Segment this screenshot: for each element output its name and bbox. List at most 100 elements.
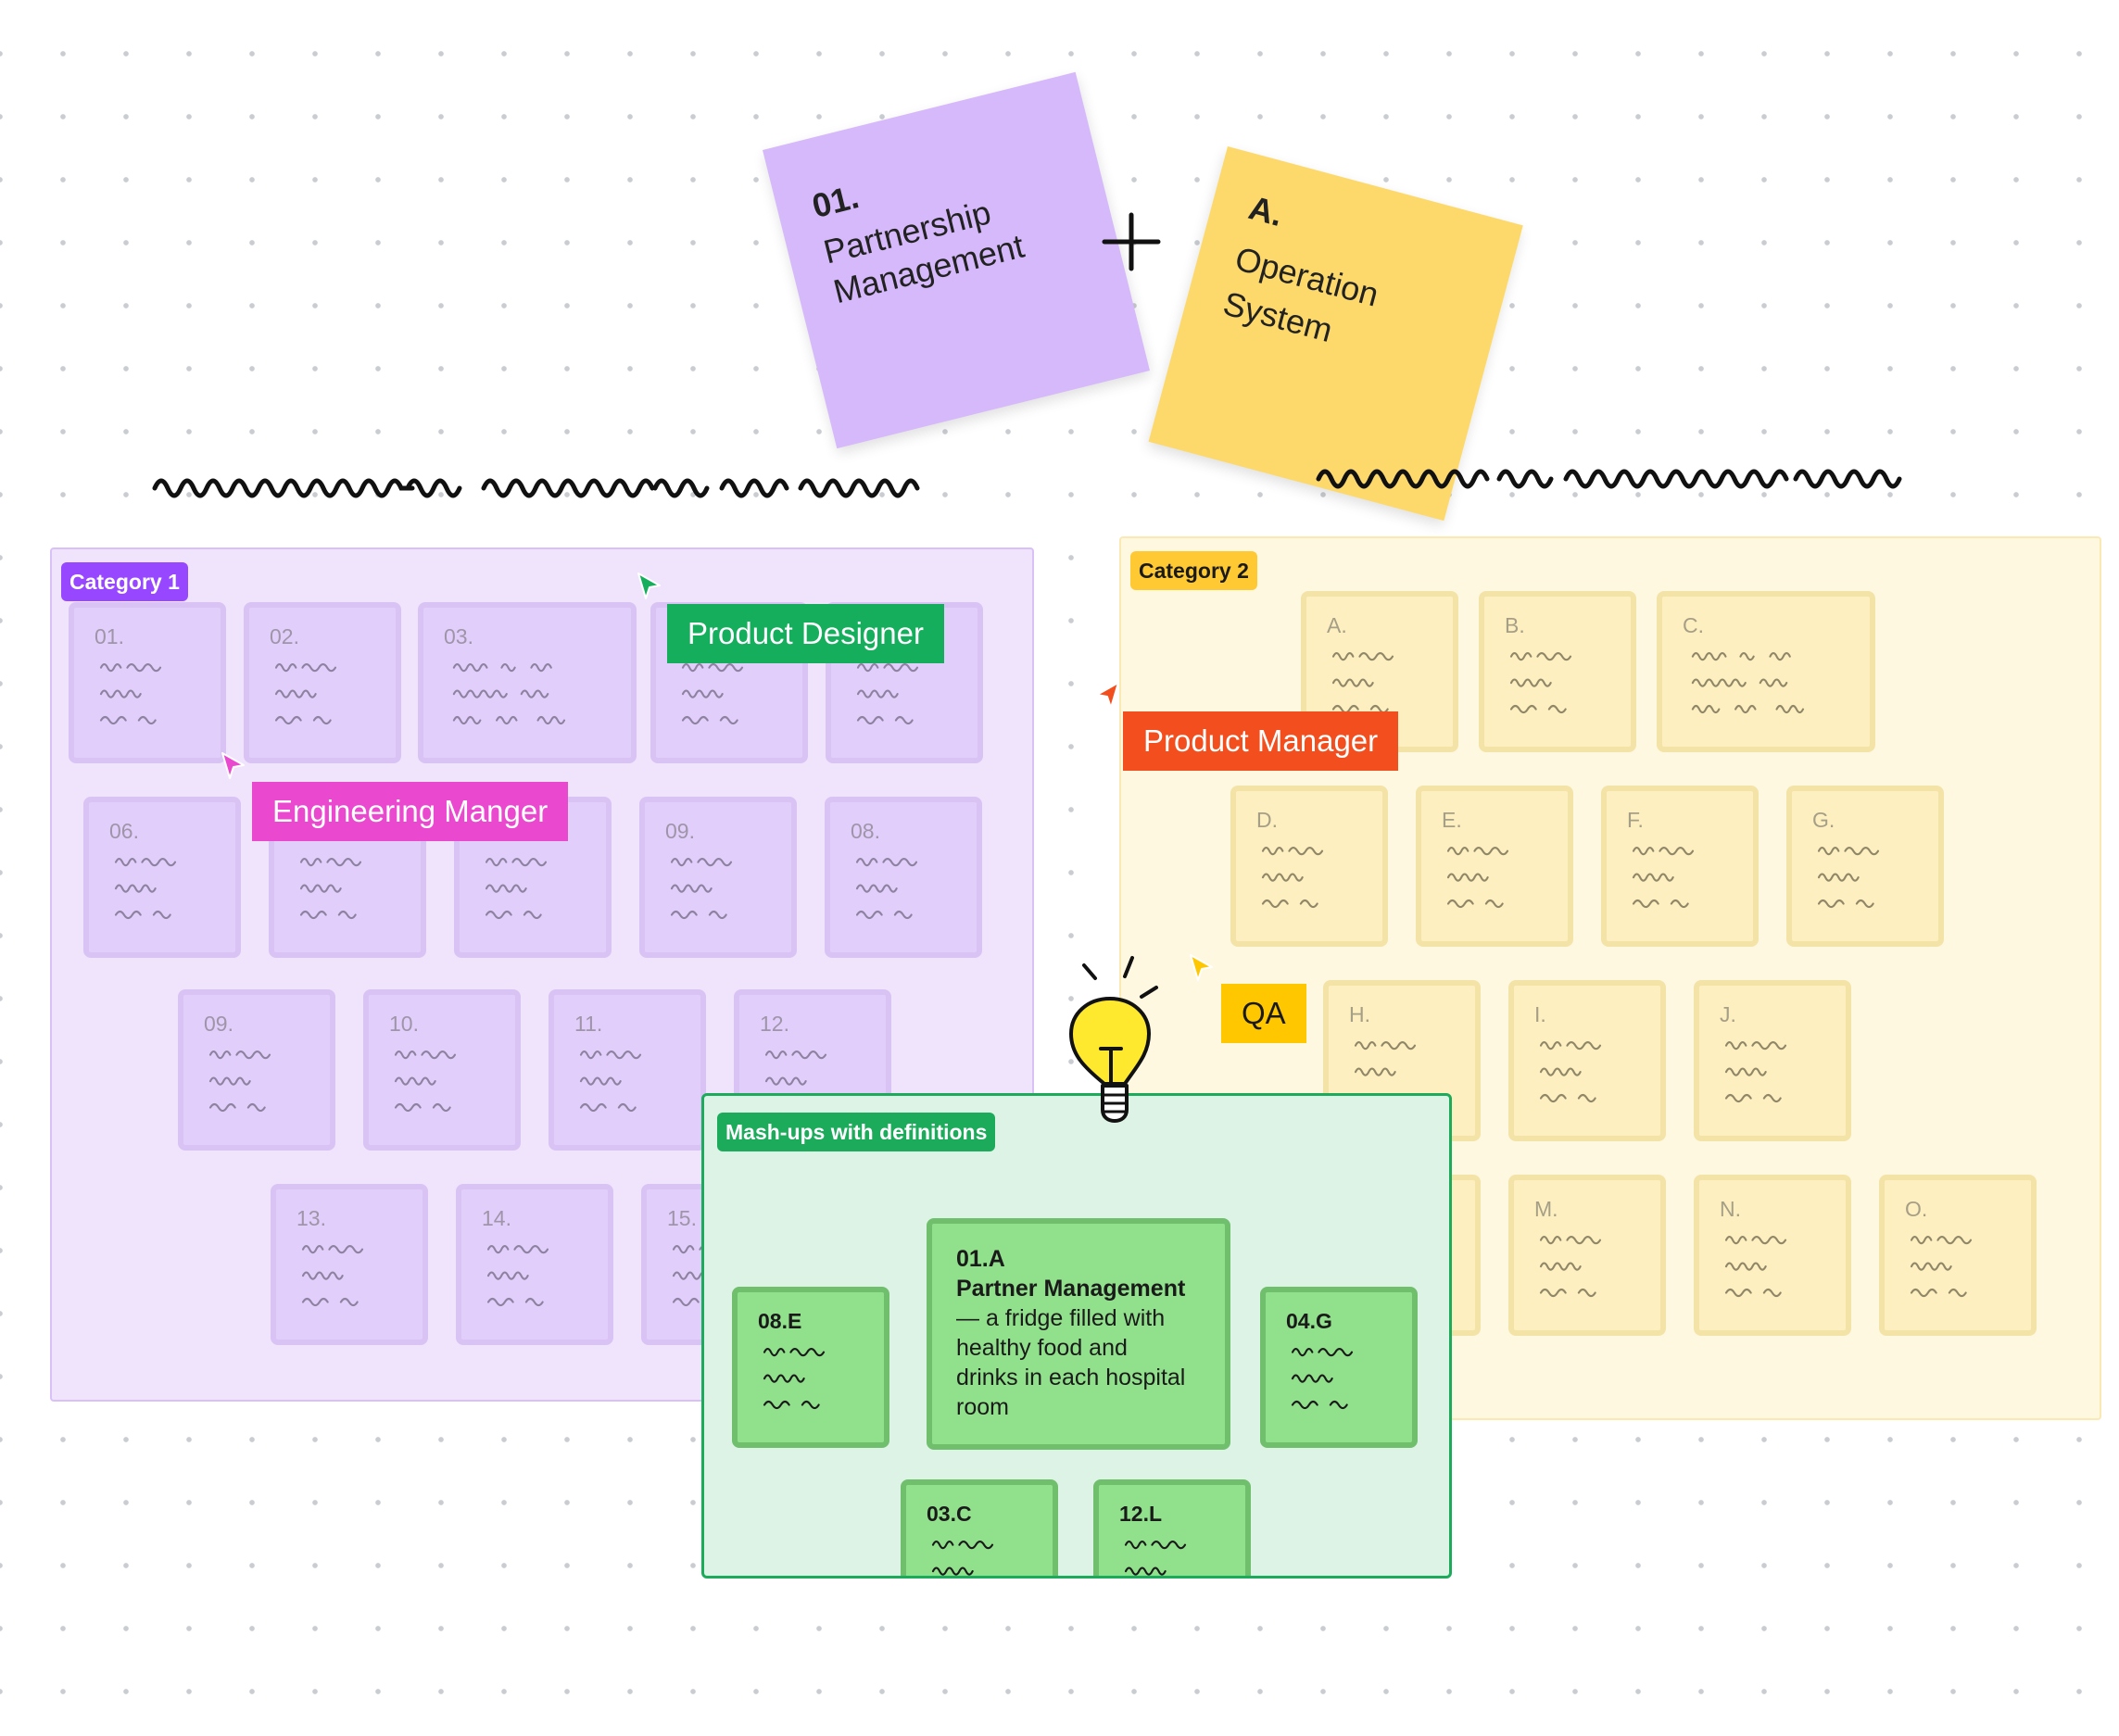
squiggle-text-icon — [442, 658, 627, 732]
squiggle-text-icon — [387, 1045, 508, 1119]
handwritten-heading-left — [150, 468, 938, 514]
frame-label-category-2[interactable]: Category 2 — [1130, 551, 1257, 590]
squiggle-text-icon — [849, 852, 969, 926]
card-label: I. — [1534, 1002, 1546, 1026]
category2-card[interactable]: M. — [1508, 1175, 1666, 1336]
mashup-main-line1: — a fridge filled with — [956, 1305, 1166, 1331]
category1-card[interactable]: 06. — [83, 797, 241, 958]
card-label: G. — [1812, 808, 1835, 832]
category1-card[interactable]: 09. — [639, 797, 797, 958]
card-label: F. — [1627, 808, 1644, 832]
squiggle-text-icon — [1718, 1230, 1838, 1304]
cursor-arrow-icon — [220, 750, 247, 782]
squiggle-text-icon — [663, 852, 784, 926]
category1-card[interactable]: 01. — [69, 602, 226, 763]
mashup-card[interactable]: 04.G — [1260, 1287, 1418, 1448]
frame-label-category-1[interactable]: Category 1 — [61, 562, 188, 601]
squiggle-text-icon — [1255, 841, 1375, 915]
mashup-card[interactable]: 12.L — [1093, 1479, 1251, 1579]
card-label: H. — [1349, 1002, 1370, 1026]
card-label: O. — [1905, 1197, 1928, 1221]
mashup-card[interactable]: 03.C — [901, 1479, 1058, 1579]
card-label: 13. — [296, 1206, 326, 1230]
card-label: 14. — [482, 1206, 511, 1230]
cursor-label-product-designer: Product Designer — [667, 604, 944, 663]
squiggle-text-icon — [93, 658, 213, 732]
mashup-main-title: Partner Management — [956, 1276, 1186, 1302]
sticky-letter: A. — [1244, 188, 1288, 234]
mashup-main-line2: healthy food and — [956, 1335, 1128, 1361]
card-label: D. — [1256, 808, 1278, 832]
card-label: 03. — [444, 624, 473, 648]
category1-card[interactable]: 03. — [418, 602, 637, 763]
category1-card[interactable]: 08. — [825, 797, 982, 958]
sticky-note-partnership[interactable]: 01. Partnership Management — [763, 71, 1150, 449]
category2-card[interactable]: I. — [1508, 980, 1666, 1141]
card-label: N. — [1720, 1197, 1741, 1221]
category1-card[interactable]: 09. — [178, 989, 335, 1151]
squiggle-text-icon — [1503, 647, 1623, 721]
squiggle-text-icon — [756, 1342, 877, 1416]
card-label: 10. — [389, 1012, 419, 1036]
squiggle-text-icon — [293, 852, 413, 926]
mashup-main-line4: room — [956, 1394, 1009, 1420]
mashup-main-id: 01.A — [956, 1246, 1005, 1272]
category1-card[interactable]: 02. — [244, 602, 401, 763]
cursor-arrow-icon — [636, 571, 663, 602]
card-label: 03.C — [927, 1502, 972, 1526]
card-label: 04.G — [1286, 1309, 1332, 1333]
category1-card[interactable]: 13. — [271, 1184, 428, 1345]
cursor-arrow-icon — [1093, 680, 1121, 711]
category2-card[interactable]: G. — [1786, 786, 1944, 947]
squiggle-text-icon — [850, 658, 970, 732]
squiggle-text-icon — [295, 1239, 415, 1314]
category2-card[interactable]: O. — [1879, 1175, 2037, 1336]
squiggle-text-icon — [1325, 647, 1445, 721]
squiggle-text-icon — [202, 1045, 322, 1119]
frame-mashups[interactable]: Mash-ups with definitions 08.E 04.G 03.C 12… — [701, 1093, 1452, 1579]
card-label: 08.E — [758, 1309, 802, 1333]
handwritten-heading-right — [1314, 459, 1916, 505]
squiggle-text-icon — [268, 658, 388, 732]
squiggle-text-icon — [1440, 841, 1560, 915]
card-label: M. — [1534, 1197, 1558, 1221]
card-label: A. — [1327, 613, 1347, 637]
squiggle-text-icon — [478, 852, 599, 926]
category2-card[interactable]: B. — [1479, 591, 1636, 752]
squiggle-text-icon — [1532, 1230, 1653, 1304]
card-label: 06. — [109, 819, 139, 843]
card-label: 15. — [667, 1206, 697, 1230]
sticky-number: 01. — [808, 177, 863, 226]
cursor-label-engineering-manager: Engineering Manger — [252, 782, 569, 841]
category2-card[interactable]: D. — [1230, 786, 1388, 947]
mashup-main-card[interactable]: 01.A Partner Management — a fridge fille… — [927, 1218, 1230, 1450]
category2-card[interactable]: E. — [1416, 786, 1573, 947]
mashup-card[interactable]: 08.E — [732, 1287, 889, 1448]
card-label: C. — [1683, 613, 1704, 637]
squiggle-text-icon — [480, 1239, 600, 1314]
category1-card[interactable]: 14. — [456, 1184, 613, 1345]
squiggle-text-icon — [925, 1535, 1045, 1579]
category2-card[interactable]: F. — [1601, 786, 1759, 947]
category1-card[interactable]: 11. — [549, 989, 706, 1151]
category2-card[interactable]: J. — [1694, 980, 1851, 1141]
squiggle-text-icon — [1532, 1036, 1653, 1110]
card-label: 12. — [760, 1012, 789, 1036]
frame-label-mashups[interactable]: Mash-ups with definitions — [717, 1113, 996, 1151]
squiggle-text-icon — [107, 852, 228, 926]
card-label: 11. — [574, 1012, 603, 1036]
category2-card[interactable]: N. — [1694, 1175, 1851, 1336]
category2-card[interactable]: C. — [1657, 591, 1875, 752]
squiggle-text-icon — [1810, 841, 1931, 915]
cursor-arrow-icon — [1188, 952, 1216, 984]
lightbulb-icon — [1056, 945, 1167, 1139]
card-label: E. — [1442, 808, 1462, 832]
category1-card[interactable]: 10. — [363, 989, 521, 1151]
cursor-label-product-manager: Product Manager — [1123, 711, 1399, 771]
cursor-label-qa: QA — [1221, 984, 1306, 1043]
mashup-main-line3: drinks in each hospital — [956, 1365, 1186, 1390]
card-label: J. — [1720, 1002, 1736, 1026]
squiggle-text-icon — [1903, 1230, 2024, 1304]
squiggle-text-icon — [1117, 1535, 1238, 1579]
card-label: 12.L — [1119, 1502, 1163, 1526]
